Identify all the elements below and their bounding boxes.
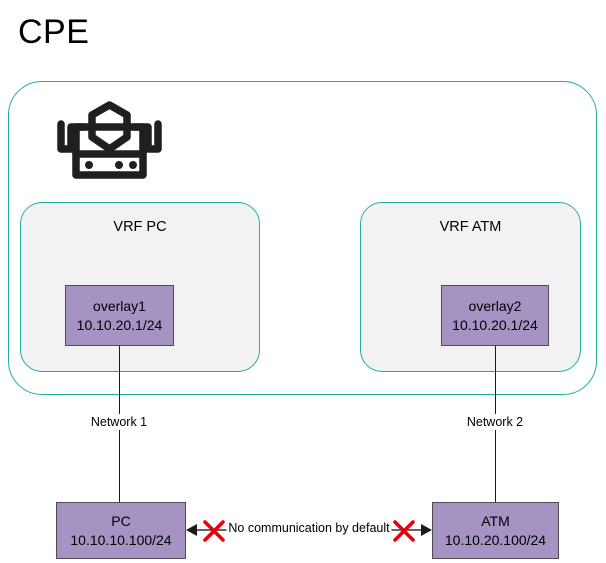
x-mark-icon [200,517,228,545]
arrow-left-icon [186,523,197,536]
atm-address: 10.10.20.100/24 [444,531,547,548]
network-1-label: Network 1 [87,414,151,430]
page-title: CPE [18,13,90,51]
overlay2-name: overlay2 [468,297,522,314]
no-communication-annotation: No communication by default [186,518,432,542]
overlay2-address: 10.10.20.1/24 [452,316,538,333]
pc-name: PC [111,512,131,529]
overlay1-node: overlay1 10.10.20.1/24 [65,285,174,346]
pc-address: 10.10.10.100/24 [70,531,172,548]
network-2-label: Network 2 [463,414,527,430]
atm-name: ATM [481,512,510,529]
firewall-gateway-icon [47,97,172,187]
atm-node: ATM 10.10.20.100/24 [432,502,559,559]
pc-node: PC 10.10.10.100/24 [56,502,186,559]
overlay1-address: 10.10.20.1/24 [76,316,163,333]
x-mark-icon [390,517,418,545]
cpe-container [8,81,597,395]
overlay2-node: overlay2 10.10.20.1/24 [441,285,549,346]
vrf-pc-label: VRF PC [113,219,167,235]
no-communication-text: No communication by default [226,521,392,535]
overlay1-name: overlay1 [93,297,146,314]
arrow-right-icon [421,523,432,536]
vrf-atm-label: VRF ATM [439,219,502,235]
